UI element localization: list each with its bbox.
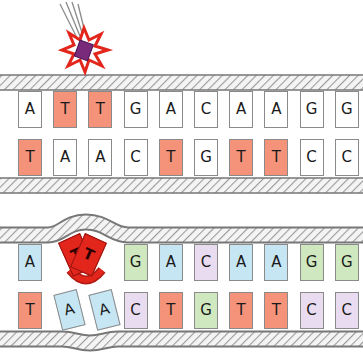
base-letter: C: [342, 303, 352, 318]
base-box: A: [53, 139, 77, 176]
backbone: [0, 339, 363, 343]
base-box: C: [124, 139, 148, 176]
base-letter: G: [200, 303, 212, 318]
base-box: C: [194, 244, 218, 281]
backbone: [0, 222, 363, 235]
base-box: A: [159, 244, 183, 281]
base-letter: T: [237, 150, 246, 165]
base-letter: C: [201, 255, 211, 270]
base-box: A: [229, 244, 253, 281]
uv-photon: [74, 40, 93, 61]
base-box: T: [53, 91, 77, 128]
base-letter: C: [306, 150, 316, 165]
base-letter: A: [236, 255, 246, 270]
base-letter: A: [60, 150, 70, 165]
base-letter: G: [130, 255, 142, 270]
base-letter: G: [130, 102, 142, 117]
base-box: C: [300, 139, 324, 176]
base-letter: A: [98, 301, 112, 318]
base-box: A: [89, 289, 121, 331]
backbone: [0, 222, 363, 235]
base-box: G: [335, 244, 359, 281]
base-letter: A: [271, 255, 281, 270]
base-box: A: [159, 91, 183, 128]
base-letter: A: [25, 255, 35, 270]
uv-impact-burst: [62, 28, 108, 72]
base-letter: T: [272, 150, 281, 165]
base-box: C: [335, 292, 359, 329]
base-box: C: [335, 139, 359, 176]
base-letter: A: [63, 301, 77, 318]
base-letter: T: [272, 303, 281, 318]
base-box: G: [124, 244, 148, 281]
base-letter: A: [236, 102, 246, 117]
base-letter: A: [166, 255, 176, 270]
base-box: T: [264, 139, 288, 176]
base-letter: C: [130, 303, 140, 318]
base-box: C: [300, 292, 324, 329]
base-box: T: [229, 139, 253, 176]
base-letter: G: [341, 102, 353, 117]
base-letter: T: [96, 102, 105, 117]
base-box: G: [194, 139, 218, 176]
backbone: [0, 339, 363, 343]
base-box: G: [300, 244, 324, 281]
base-letter: T: [166, 150, 175, 165]
base-box: T: [159, 292, 183, 329]
base-box: G: [300, 91, 324, 128]
base-letter: G: [341, 255, 353, 270]
base-box: A: [264, 91, 288, 128]
base-box: A: [54, 289, 86, 331]
base-box: C: [124, 292, 148, 329]
base-letter: G: [200, 150, 212, 165]
base-letter: G: [306, 102, 318, 117]
base-letter: T: [166, 303, 175, 318]
base-letter: C: [201, 102, 211, 117]
base-box: A: [88, 139, 112, 176]
backbone: [0, 178, 363, 193]
base-letter: C: [130, 150, 140, 165]
base-letter: A: [166, 102, 176, 117]
base-box: A: [264, 244, 288, 281]
base-box: G: [124, 91, 148, 128]
base-box: T: [264, 292, 288, 329]
base-box: T: [18, 292, 42, 329]
base-box: A: [18, 91, 42, 128]
base-box: G: [335, 91, 359, 128]
base-letter: T: [237, 303, 246, 318]
base-letter: T: [81, 246, 96, 264]
base-letter: T: [25, 303, 34, 318]
backbone: [0, 75, 363, 90]
base-box: A: [18, 244, 42, 281]
base-box: T: [88, 91, 112, 128]
base-box: T: [18, 139, 42, 176]
base-letter: T: [25, 150, 34, 165]
base-letter: T: [61, 102, 70, 117]
base-box: A: [229, 91, 253, 128]
base-box: T: [159, 139, 183, 176]
base-letter: A: [25, 102, 35, 117]
base-letter: A: [271, 102, 281, 117]
base-letter: C: [342, 150, 352, 165]
base-letter: G: [306, 255, 318, 270]
base-letter: A: [95, 150, 105, 165]
base-box: T: [229, 292, 253, 329]
base-box: C: [194, 91, 218, 128]
base-box: G: [194, 292, 218, 329]
base-letter: C: [306, 303, 316, 318]
